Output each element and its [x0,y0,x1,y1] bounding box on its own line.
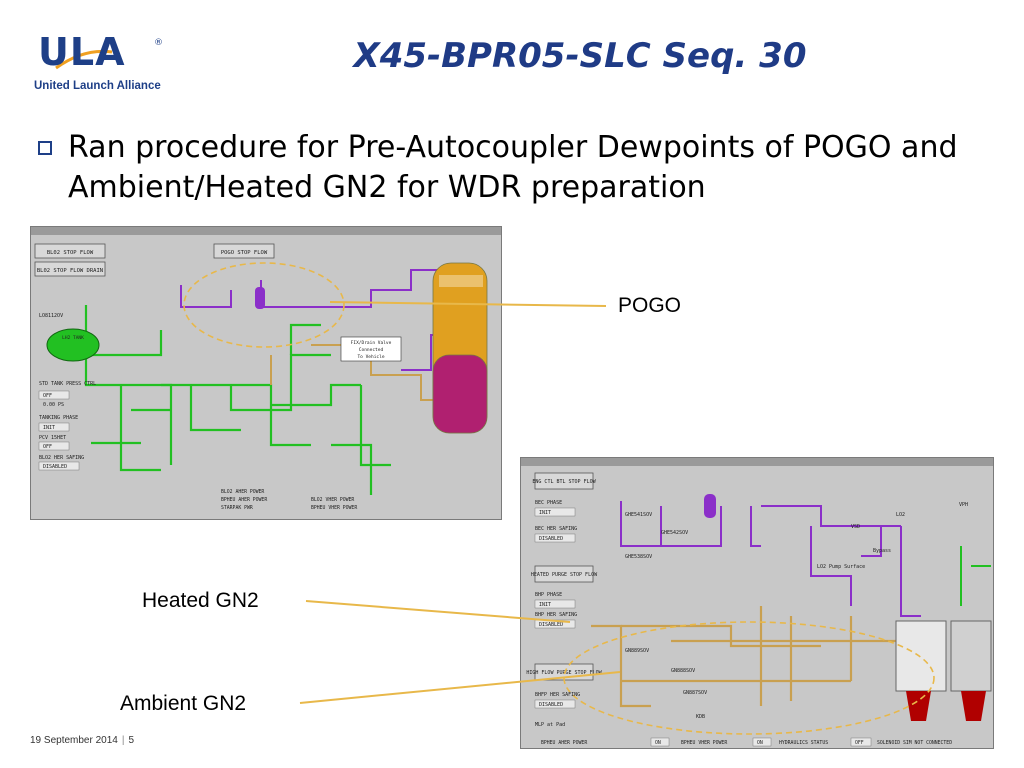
footer-page-number: 5 [128,735,135,746]
bullet-text: Ran procedure for Pre-Autocoupler Dewpoi… [68,130,958,205]
ambient-gn2-callout: Ambient GN2 [120,692,247,715]
logo-mark: ULA [38,30,126,74]
logo-registered: ® [154,38,163,48]
screen2-bottom-0: BPHEU AHER POWER [541,740,587,746]
screen2-side-label-1: INIT [539,510,551,516]
screen2-bottom-1: ON [655,740,661,746]
logo-subtitle: United Launch Alliance [34,80,161,92]
screen2-side-label-6: BHP HER SAFING [535,612,577,618]
screen2-button-0: ENG CTL BTL STOP FLOW [532,479,596,485]
screen1-bottom-1: BPHEU AHER POWER [221,497,267,503]
screen2-titlebar [521,458,993,466]
screen1-bottom-2: STARPAK PWR [221,505,253,511]
screen2-side-label-4: BHP PHASE [535,592,562,598]
bullet-checkbox-icon [38,141,52,155]
screen2-label-11: LO2 Pump Surface [817,564,865,570]
screen2-bottom-3: ON [757,740,763,746]
screen1-box-line-1: Connected [359,347,384,353]
screen2-side-label-0: BEC PHASE [535,500,562,506]
screen1-bottom-3: BLO2 VHER POWER [311,497,354,503]
screen2-side-label-8: BHFP HER SAFING [535,692,580,698]
screen1-button-0: BL02 STOP FLOW [47,250,94,256]
screen2-label-2: GHE538SOV [625,554,652,560]
pogo-callout: POGO [618,294,682,317]
screen1-box-line-0: FIX/Drain Valve [351,340,392,346]
screen2-label-9: VSD [851,524,860,530]
screen1-side-label-5: INIT [43,425,55,431]
screen1-side-label-4: TANKING PHASE [39,415,78,421]
gn2-control-screen: ENG CTL BTL STOP FLOW HEATED PURGE STOP … [520,457,994,749]
screen2-side-label-2: BEC HER SAFING [535,526,577,532]
screen2-label-1: GHE542SOV [661,530,688,536]
screen1-side-label-0: LO8112OV [39,313,63,319]
screen1-side-label-9: DISABLED [43,464,67,470]
screen2-button-1: HEATED PURGE STOP FLOW [531,572,598,578]
screen2-label-3: GN889SOV [625,648,649,654]
screen2-label-4: GN888SOV [671,668,695,674]
screen2-label-7: LO2 [896,512,905,518]
screen2-label-5: GN887SOV [683,690,707,696]
footer-separator: | [121,735,125,746]
screen2-side-label-3: DISABLED [539,536,563,542]
pogo-schematic: BL02 STOP FLOW BL02 STOP FLOW DRAIN POGO… [34,243,488,511]
heated-gn2-callout: Heated GN2 [142,589,259,612]
screen2-label-0: GHE541SOV [625,512,652,518]
screen2-side-label-7: DISABLED [539,622,563,628]
screen1-button-2: POGO STOP FLOW [221,250,268,256]
logo-swoosh-icon [55,49,113,70]
screen1-side-label-8: BLO2 HER SAFING [39,455,84,461]
screen1-bottom-4: BPHEU VHER POWER [311,505,357,511]
ula-logo: ULA ® United Launch Alliance [34,30,164,96]
screen2-label-8: VPH [959,502,968,508]
pogo-control-screen: BL02 STOP FLOW BL02 STOP FLOW DRAIN POGO… [30,226,502,520]
screen2-bottom-6: SOLENOID SIM NOT CONNECTED [877,740,952,746]
slide-title: X45-BPR05-SLC Seq. 30 [353,36,807,76]
screen1-bottom-0: BLO2 AHER POWER [221,489,264,495]
screen2-side-label-9: DISABLED [539,702,563,708]
screen1-button-1: BL02 STOP FLOW DRAIN [37,268,103,274]
screen1-box-line-2: To Vehicle [357,354,384,360]
screen2-label-10: Bypass [873,548,891,554]
screen2-bottom-4: HYDRAULICS STATUS [779,740,828,746]
screen1-side-label-3: 0.00 PS [43,402,64,408]
screen2-label-6: KDB [696,714,705,720]
screen2-bottom-2: BPHEU VHER POWER [681,740,727,746]
footer: 19 September 2014|5 [30,735,134,746]
screen2-side-label-5: INIT [539,602,551,608]
svg-text:LH2 TANK: LH2 TANK [62,335,84,341]
screen2-bottom-5: OFF [855,740,864,746]
screen1-side-label-1: STD TANK PRESS CTRL [39,381,96,387]
screen2-side-label-10: MLP at Pad [535,722,565,728]
footer-date: 19 September 2014 [30,735,118,746]
screen1-side-label-7: OFF [43,444,52,450]
gn2-schematic: ENG CTL BTL STOP FLOW HEATED PURGE STOP … [526,472,992,747]
screen1-side-label-2: OFF [43,393,52,399]
screen1-side-label-6: PCV 15HET [39,435,66,441]
screen1-titlebar [31,227,501,235]
